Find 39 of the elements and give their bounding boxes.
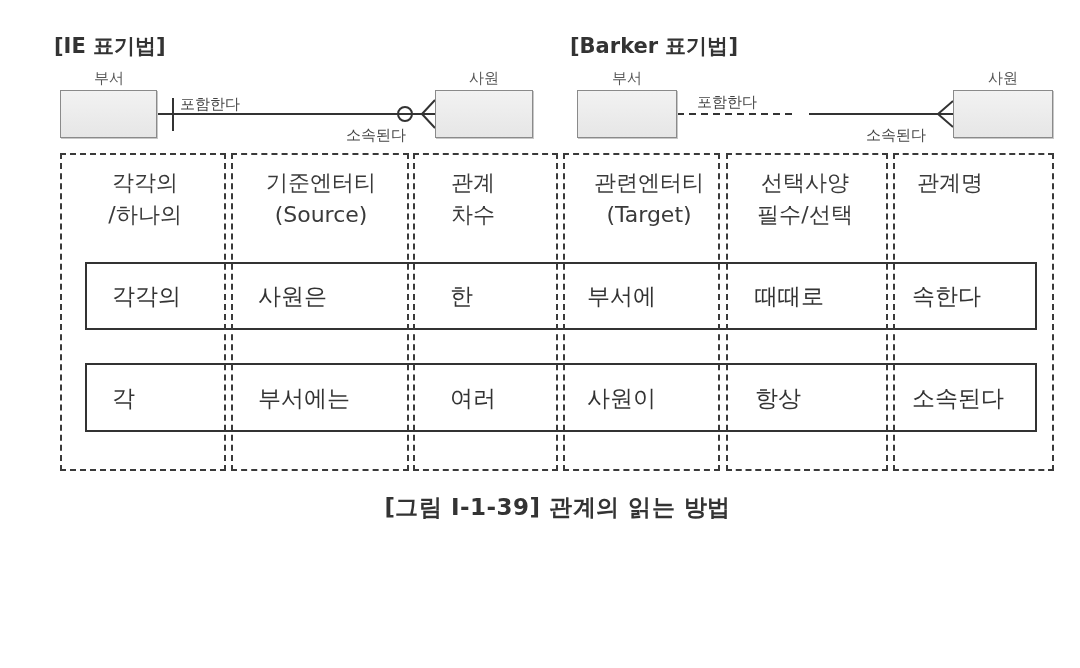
dashed-column — [893, 153, 1054, 471]
role-name: 포함한다 — [180, 95, 240, 113]
dashed-column — [231, 153, 409, 471]
column-header: 기준엔터티 (Source) — [265, 169, 377, 229]
column-header: 관계명 — [916, 169, 984, 197]
row-frame — [85, 262, 1037, 330]
figure-caption: [그림 Ⅰ-1-39] 관계의 읽는 방법 — [383, 493, 732, 522]
row-phrase: 소속된다 — [912, 384, 1004, 413]
row-phrase: 때때로 — [755, 282, 824, 311]
dashed-column — [413, 153, 558, 471]
entity-name: 부서 — [93, 69, 124, 87]
column-header: 관련엔터티 (Target) — [593, 169, 705, 229]
relationship-line — [676, 100, 954, 128]
relationship-line — [156, 97, 436, 132]
row-frame — [85, 363, 1037, 432]
row-phrase: 사원이 — [587, 384, 656, 413]
entity-name: 사원 — [988, 69, 1018, 87]
row-phrase: 부서에 — [587, 282, 656, 311]
notation-title: [IE 표기법] — [54, 33, 166, 59]
row-phrase: 사원은 — [258, 282, 327, 311]
row-phrase: 부서에는 — [258, 384, 350, 413]
role-name: 포함한다 — [697, 93, 757, 111]
row-phrase: 한 — [450, 282, 473, 311]
row-phrase: 각 — [112, 384, 135, 413]
notation-title: [Barker 표기법] — [570, 33, 739, 59]
entity-name: 부서 — [612, 69, 642, 87]
column-header: 선택사양 필수/선택 — [756, 169, 854, 229]
row-phrase: 항상 — [755, 384, 801, 413]
row-phrase: 여러 — [450, 384, 496, 413]
row-phrase: 속한다 — [912, 282, 981, 311]
role-name: 소속된다 — [866, 126, 926, 144]
entity-name: 사원 — [469, 69, 499, 87]
column-header: 관계 차수 — [450, 169, 496, 229]
row-phrase: 각각의 — [112, 282, 181, 311]
dashed-column — [60, 153, 226, 471]
role-name: 소속된다 — [346, 126, 406, 144]
column-header: 각각의 /하나의 — [107, 169, 183, 229]
dashed-column — [563, 153, 720, 471]
dashed-column — [726, 153, 888, 471]
